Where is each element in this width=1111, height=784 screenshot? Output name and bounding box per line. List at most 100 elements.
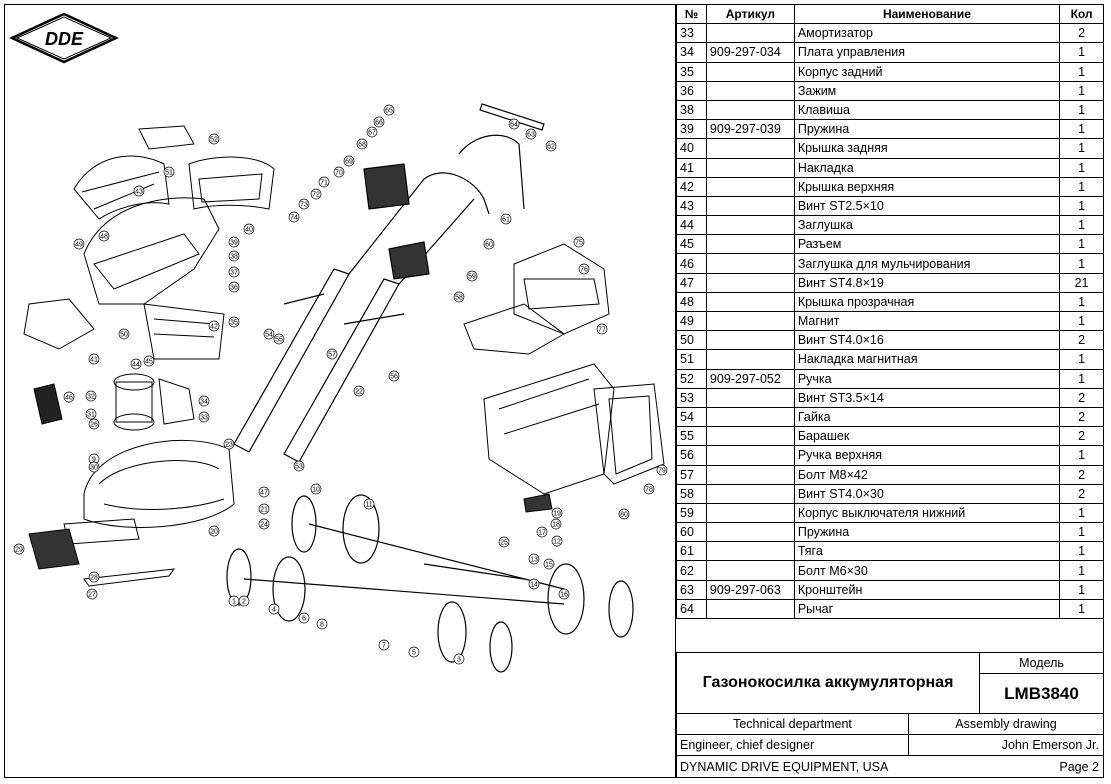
drawing-type-cell: Assembly drawing: [908, 713, 1104, 735]
callout-circle: [318, 176, 330, 188]
callout-label: 34: [200, 399, 208, 406]
department-cell: Technical department: [676, 713, 909, 735]
callout-label: 53: [295, 464, 303, 471]
part-number: 63: [676, 579, 707, 600]
part-number: 58: [676, 483, 707, 504]
part-name: Клавиша: [793, 99, 1061, 121]
person-name: John Emerson Jr.: [1001, 738, 1099, 752]
part-name: Плата управления: [793, 42, 1061, 63]
part-number: 38: [676, 99, 707, 121]
callout-label: 38: [230, 254, 238, 261]
part-article: [705, 310, 795, 332]
callout-circle: [228, 281, 240, 293]
callout-circle: [268, 603, 280, 615]
drawing-type: Assembly drawing: [955, 717, 1057, 731]
callout-circle: [333, 166, 345, 178]
handle-group: [233, 103, 545, 463]
part-name: Корпус выключателя нижний: [793, 502, 1061, 524]
part-qty: 1: [1059, 119, 1104, 140]
part-name: Пружина: [793, 119, 1061, 140]
callout-circle: [500, 213, 512, 225]
part-qty: 2: [1059, 464, 1104, 485]
title-block: Газонокосилка аккумуляторная Модель LMB3…: [676, 652, 1104, 778]
callout-circle: [208, 133, 220, 145]
header-num: №: [676, 3, 707, 25]
callout-label: 43: [135, 189, 143, 196]
callout-circle: [550, 518, 562, 530]
callout-label: 66: [375, 120, 383, 127]
callout-circle: [85, 390, 97, 402]
part-qty: 1: [1059, 138, 1104, 159]
callout-circle: [63, 391, 75, 403]
part-qty: 2: [1059, 387, 1104, 408]
part-number: 34: [676, 42, 707, 63]
callout-circle: [228, 236, 240, 248]
callout-label: 37: [230, 270, 238, 277]
callout-label: 29: [15, 547, 23, 554]
callout-circle: [263, 328, 275, 340]
part-number: 64: [676, 598, 707, 620]
callout-label: 55: [275, 337, 283, 344]
part-article: [705, 176, 795, 197]
part-number: 39: [676, 119, 707, 140]
part-article: [705, 157, 795, 178]
callout-circle: [525, 128, 537, 140]
callout-label: 5: [412, 650, 416, 657]
callout-label: 6: [302, 616, 306, 623]
part-name: Ручка: [793, 368, 1061, 389]
part-name: Винт ST3.5×14: [793, 387, 1061, 408]
part-name: Барашек: [793, 426, 1061, 447]
part-number: 42: [676, 176, 707, 197]
part-qty: 1: [1059, 560, 1104, 581]
callout-label: 24: [260, 522, 268, 529]
part-name: Винт ST4.0×16: [793, 330, 1061, 351]
header-qty: Кол: [1059, 3, 1104, 25]
callout-circle: [551, 535, 563, 547]
department: Technical department: [733, 717, 852, 731]
callout-circle: [573, 236, 585, 248]
callout-label: 49: [75, 242, 83, 249]
callout-circle: [228, 266, 240, 278]
part-article: [705, 330, 795, 351]
callout-label: 18: [552, 522, 560, 529]
callout-label: 47: [260, 490, 268, 497]
callout-circle: [545, 140, 557, 152]
callout-circle: [198, 395, 210, 407]
part-article: [705, 349, 795, 370]
callout-label: 78: [645, 487, 653, 494]
part-qty: 1: [1059, 157, 1104, 178]
part-number: 40: [676, 138, 707, 159]
part-number: 35: [676, 61, 707, 82]
callout-label: 58: [455, 295, 463, 302]
part-qty: 1: [1059, 579, 1104, 600]
model-label: Модель: [1019, 656, 1064, 670]
callout-circle: [288, 211, 300, 223]
callout-label: 54: [265, 332, 273, 339]
part-article: [705, 445, 795, 466]
callout-circle: [208, 525, 220, 537]
role-cell: Engineer, chief designer: [676, 734, 909, 756]
part-number: 55: [676, 426, 707, 447]
part-name: Винт ST4.0×30: [793, 483, 1061, 504]
part-article: [705, 291, 795, 313]
part-number: 52: [676, 368, 707, 389]
callout-label: 73: [300, 202, 308, 209]
callout-label: 10: [312, 487, 320, 494]
callout-circle: [228, 316, 240, 328]
part-qty: 1: [1059, 522, 1104, 543]
callout-circle: [356, 138, 368, 150]
callout-circle: [453, 291, 465, 303]
callout-circle: [143, 355, 155, 367]
callout-label: 23: [225, 442, 233, 449]
